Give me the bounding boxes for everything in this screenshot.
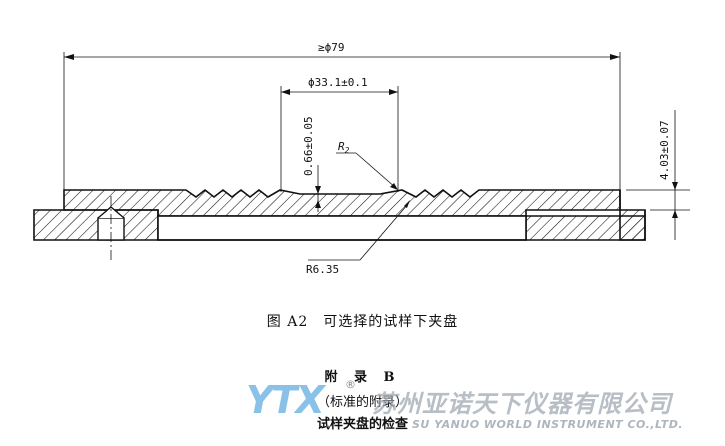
pin-hole <box>97 196 125 262</box>
label-fillet-upper: R2 <box>338 140 350 155</box>
clamp-disc-drawing: ≥ϕ79 ϕ33.1±0.1 0.66±0.05 4.03±0.07 R2 R6… <box>33 41 690 276</box>
leader-r635 <box>308 200 410 261</box>
label-recess-depth: 0.66±0.05 <box>302 116 315 176</box>
watermark-logo: YTX <box>246 378 325 422</box>
watermark-company-cn: 苏州亚诺天下仪器有限公司 <box>372 389 672 418</box>
watermark-company-en: SU YANUO WORLD INSTRUMENT CO.,LTD. <box>412 418 684 431</box>
hatched-section <box>33 188 646 241</box>
appendix-heading: 试样夹盘的检查 <box>316 417 408 432</box>
label-outer-diameter: ≥ϕ79 <box>318 41 345 54</box>
label-fillet-lower: R6.35 <box>306 263 339 276</box>
leader-r2 <box>336 152 398 190</box>
dim-recess-depth <box>315 165 321 212</box>
dim-total-height <box>626 110 690 240</box>
label-inner-diameter: ϕ33.1±0.1 <box>308 76 368 89</box>
figure-caption: 图 A2 可选择的试样下夹盘 <box>266 314 459 330</box>
dim-inner-diameter <box>280 86 399 192</box>
center-bore <box>157 215 527 241</box>
dim-outer-diameter <box>63 52 621 190</box>
registered-icon: ® <box>345 378 356 391</box>
appendix-subtitle: （标准的附录） <box>316 395 408 410</box>
label-total-height: 4.03±0.07 <box>658 120 671 180</box>
appendix-title: 附 录 B <box>324 370 401 385</box>
